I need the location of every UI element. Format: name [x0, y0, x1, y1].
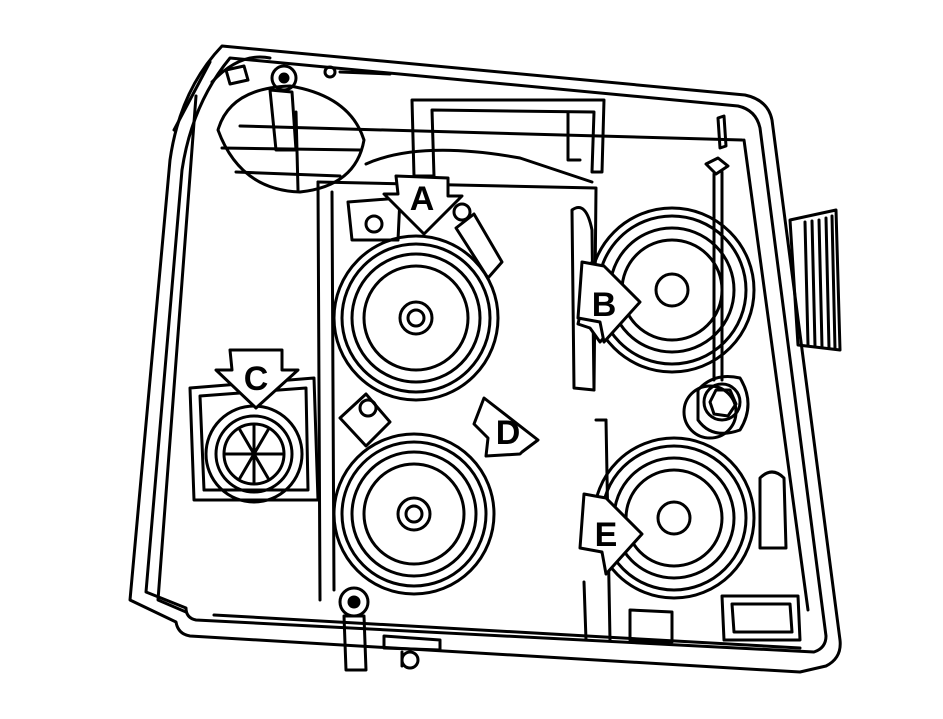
housing-outline — [128, 44, 842, 674]
callout-label-e: E — [595, 516, 618, 554]
callout-arrow-d: D — [472, 396, 540, 458]
callout-label-d: D — [496, 414, 521, 452]
callout-arrow-b: B — [576, 260, 642, 344]
callout-label-a: A — [410, 180, 435, 218]
lamp-a-bulb — [332, 196, 504, 402]
adjuster-rod — [682, 114, 750, 440]
callout-label-b: B — [592, 286, 617, 324]
callout-arrow-e: E — [578, 492, 644, 576]
side-connector — [788, 208, 842, 352]
callout-arrow-a: A — [382, 174, 464, 236]
lamp-d-bulb — [332, 392, 496, 596]
callout-arrow-c: C — [214, 348, 300, 410]
bottom-mount — [338, 586, 442, 672]
upper-reflector — [216, 84, 366, 194]
callout-label-c: C — [244, 360, 269, 398]
